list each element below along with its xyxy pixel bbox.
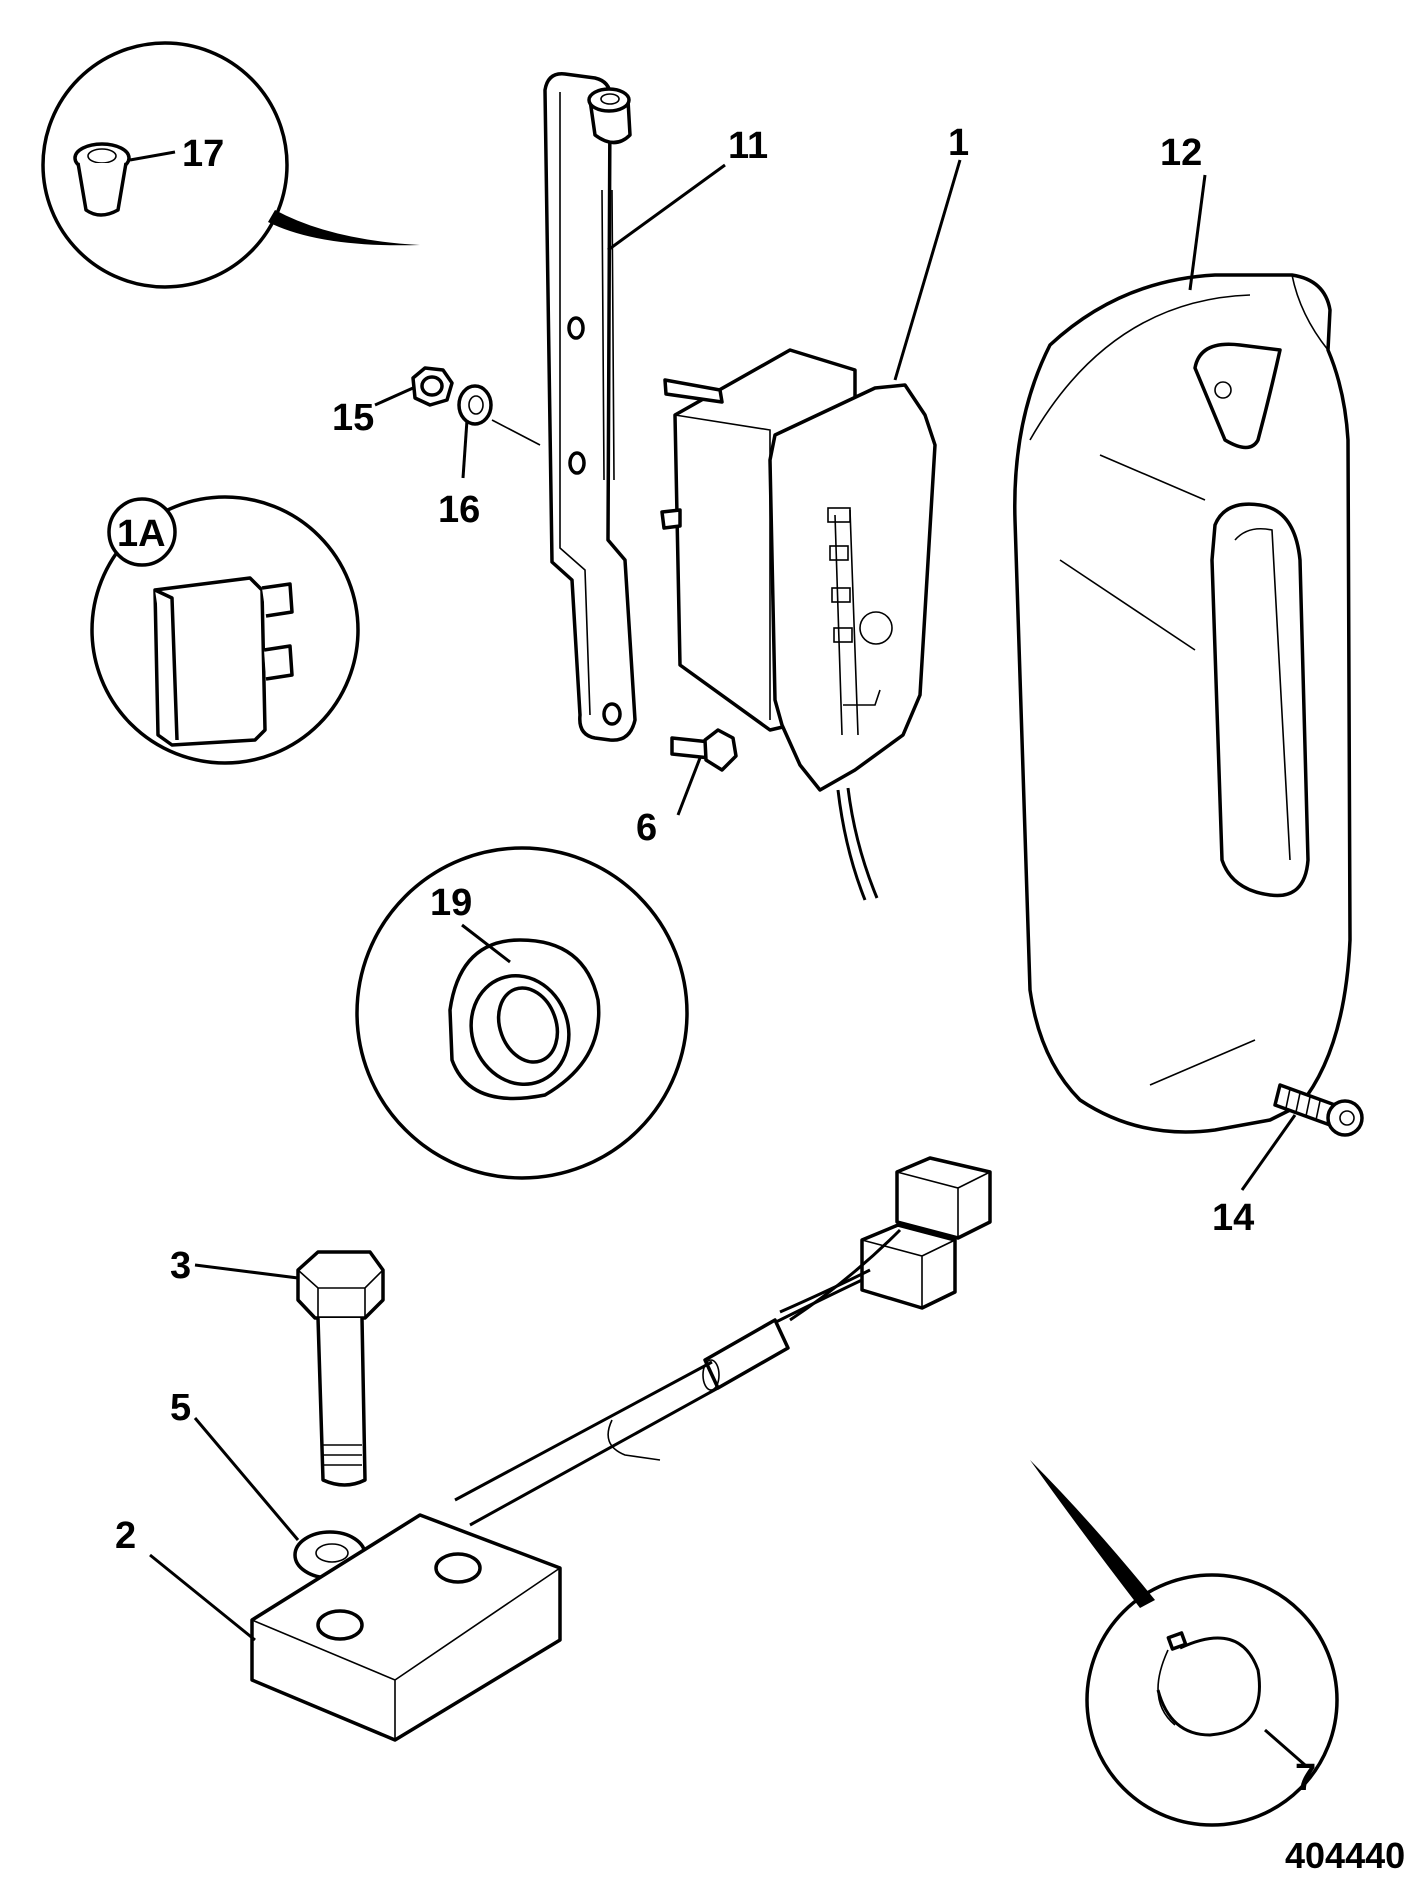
detail-pointer-7 <box>1030 1460 1155 1608</box>
callout-19: 19 <box>430 882 472 924</box>
callout-7: 7 <box>1295 1757 1316 1799</box>
detail-circle-7 <box>1030 1460 1339 1827</box>
detail-circle-1a <box>90 495 360 765</box>
bolt-part-3 <box>296 1250 385 1487</box>
callout-15: 15 <box>332 397 374 439</box>
detail-pointer <box>268 210 420 246</box>
drawing-reference-number: 404440 <box>1285 1835 1405 1876</box>
cable-tie-part-7 <box>1156 1631 1261 1737</box>
callout-16: 16 <box>438 489 480 531</box>
leader-lines <box>149 159 1306 1767</box>
callout-2: 2 <box>115 1515 136 1557</box>
detail-circle-17 <box>41 41 420 289</box>
bracket-part-11 <box>543 72 637 742</box>
washer-part-16 <box>457 384 493 426</box>
callout-17: 17 <box>182 133 224 175</box>
callout-11: 11 <box>728 125 768 167</box>
callout-1: 1 <box>948 122 969 164</box>
callout-3: 3 <box>170 1245 191 1287</box>
spacer-part-19 <box>448 938 601 1101</box>
screw-part-14 <box>1273 1083 1364 1137</box>
bush-part-17 <box>73 142 131 217</box>
control-unit-part-1 <box>660 348 937 901</box>
callout-6: 6 <box>636 807 657 849</box>
wiring-harness <box>454 1156 992 1527</box>
cover-part-12 <box>1013 273 1352 1134</box>
detail-circle-19 <box>355 846 689 1180</box>
sensor-part-2 <box>250 1513 562 1742</box>
callout-5: 5 <box>170 1387 191 1429</box>
bolt-part-6 <box>670 728 738 772</box>
callout-14: 14 <box>1212 1197 1254 1239</box>
callout-1a: 1A <box>117 513 166 555</box>
nut-part-15 <box>411 366 454 407</box>
callout-12: 12 <box>1160 132 1202 174</box>
